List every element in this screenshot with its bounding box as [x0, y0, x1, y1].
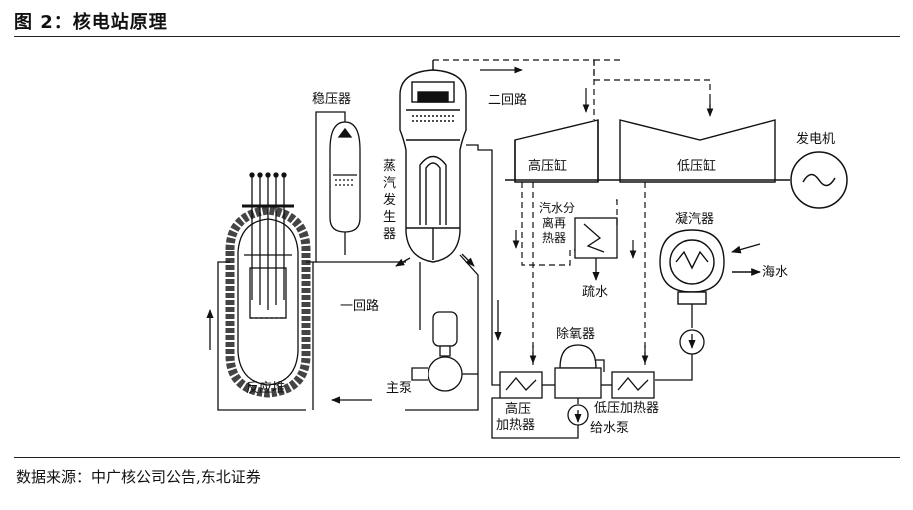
- svg-text:生: 生: [383, 210, 396, 225]
- svg-text:蒸: 蒸: [383, 159, 396, 174]
- label-generator: 发电机: [796, 131, 835, 147]
- label-primary-loop: 一回路: [340, 298, 379, 314]
- figure-title: 图 2：核电站原理: [14, 12, 168, 33]
- hp-cylinder: [514, 119, 599, 183]
- label-lp-heater: 低压加热器: [594, 401, 659, 416]
- label-main-pump: 主泵: [386, 381, 412, 396]
- figure-source: 数据来源：中广核公司公告,东北证券: [16, 468, 261, 486]
- label-steam-generator: 蒸 汽 发 生 器: [383, 159, 396, 242]
- control-rods: [249, 172, 287, 310]
- condenser: [659, 229, 761, 305]
- svg-text:高压: 高压: [505, 401, 531, 417]
- label-hp-cylinder: 高压缸: [528, 158, 567, 174]
- label-secondary-loop: 二回路: [488, 92, 527, 108]
- hp-heater: [499, 371, 543, 399]
- condensate-pump: [655, 304, 705, 381]
- svg-text:汽: 汽: [383, 176, 396, 191]
- lp-heater: [611, 371, 655, 399]
- svg-text:离再: 离再: [542, 215, 566, 230]
- svg-text:发: 发: [383, 192, 396, 208]
- lp-cylinder: [619, 119, 776, 183]
- main-pump: [411, 311, 478, 392]
- label-reactor: 反应堆: [246, 380, 285, 396]
- label-moisture-separator: 汽水分 离再 热器: [539, 200, 575, 245]
- label-condenser: 凝汽器: [675, 211, 714, 227]
- label-lp-cylinder: 低压缸: [677, 158, 716, 174]
- label-hp-heater: 高压 加热器: [496, 401, 535, 433]
- svg-text:器: 器: [383, 227, 396, 242]
- primary-loop-piping: [206, 144, 502, 411]
- label-pressurizer: 稳压器: [312, 91, 351, 107]
- svg-text:汽水分: 汽水分: [539, 200, 575, 215]
- moisture-separator: [574, 217, 618, 281]
- generator: [790, 151, 848, 209]
- pressurizer: [315, 111, 361, 262]
- label-feed-pump: 给水泵: [590, 421, 629, 436]
- label-drain: 疏水: [582, 285, 608, 300]
- svg-text:热器: 热器: [542, 231, 566, 245]
- bottom-rule: [14, 457, 900, 458]
- reactor: [225, 172, 311, 398]
- label-deaerator: 除氧器: [556, 327, 595, 342]
- label-seawater: 海水: [762, 265, 788, 280]
- steam-lines: [433, 59, 714, 365]
- top-rule: [14, 36, 900, 37]
- steam-generator: [399, 60, 467, 263]
- feed-pump: [491, 359, 612, 439]
- deaerator: [554, 344, 602, 399]
- svg-text:加热器: 加热器: [496, 418, 535, 433]
